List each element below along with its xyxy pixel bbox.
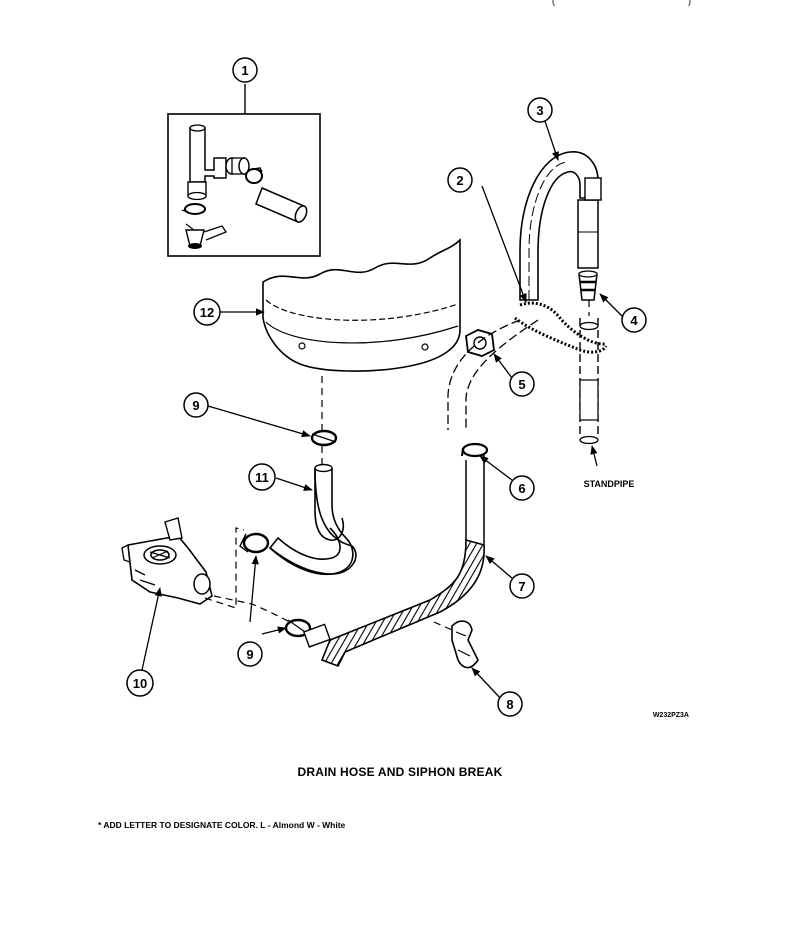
part-9-clamp-lower <box>284 618 331 648</box>
part-12-tub <box>262 238 461 372</box>
top-paren-right: ) <box>688 0 691 6</box>
svg-text:3: 3 <box>536 103 543 118</box>
callout-8: 8 <box>497 691 523 717</box>
leader-lines <box>141 117 625 701</box>
top-paren-left: ( <box>552 0 555 6</box>
svg-text:4: 4 <box>630 313 638 328</box>
diagram-title: DRAIN HOSE AND SIPHON BREAK <box>297 765 503 779</box>
callout-10: 10 <box>126 669 154 697</box>
callout-6: 6 <box>509 475 535 501</box>
part-7-corrugated-drain-hose <box>320 538 485 668</box>
assembly-lines <box>204 300 590 631</box>
svg-text:7: 7 <box>518 579 525 594</box>
part-10-drain-pump <box>121 517 213 605</box>
callout-9-upper: 9 <box>183 392 209 418</box>
svg-text:9: 9 <box>246 647 253 662</box>
svg-text:11: 11 <box>255 470 269 485</box>
part-8-hose-clip <box>451 620 479 669</box>
callout-2: 2 <box>447 167 473 193</box>
svg-text:8: 8 <box>506 697 513 712</box>
svg-text:9: 9 <box>192 398 199 413</box>
callout-4: 4 <box>621 307 647 333</box>
svg-text:10: 10 <box>133 676 147 691</box>
svg-text:12: 12 <box>200 305 214 320</box>
part-2-hose-strap <box>514 301 608 354</box>
part-9-clamp-upper <box>310 429 338 447</box>
callout-12: 12 <box>193 298 221 326</box>
part-6-hose-clamp <box>461 442 489 458</box>
part-1-siphon-break-kit <box>167 84 321 257</box>
standpipe-label: STANDPIPE <box>584 479 635 489</box>
callout-5: 5 <box>509 371 535 397</box>
standpipe <box>577 199 599 445</box>
callout-9-lower: 9 <box>237 641 263 667</box>
part-5-hex-nut <box>465 329 495 357</box>
svg-text:2: 2 <box>456 173 463 188</box>
callout-7: 7 <box>509 573 535 599</box>
part-3-drain-hose-upper <box>519 151 602 301</box>
drain-hose-middle <box>447 319 539 545</box>
part-9-clamp-left <box>239 532 270 554</box>
color-footnote: * ADD LETTER TO DESIGNATE COLOR. L - Alm… <box>98 820 346 830</box>
svg-text:5: 5 <box>518 377 525 392</box>
callout-3: 3 <box>527 97 553 123</box>
part-11-pump-hose <box>268 463 357 576</box>
svg-text:6: 6 <box>518 481 525 496</box>
callout-1: 1 <box>232 57 258 83</box>
svg-text:1: 1 <box>241 63 248 78</box>
callout-11: 11 <box>248 463 276 491</box>
drawing-code: W232PZ3A <box>653 712 689 719</box>
